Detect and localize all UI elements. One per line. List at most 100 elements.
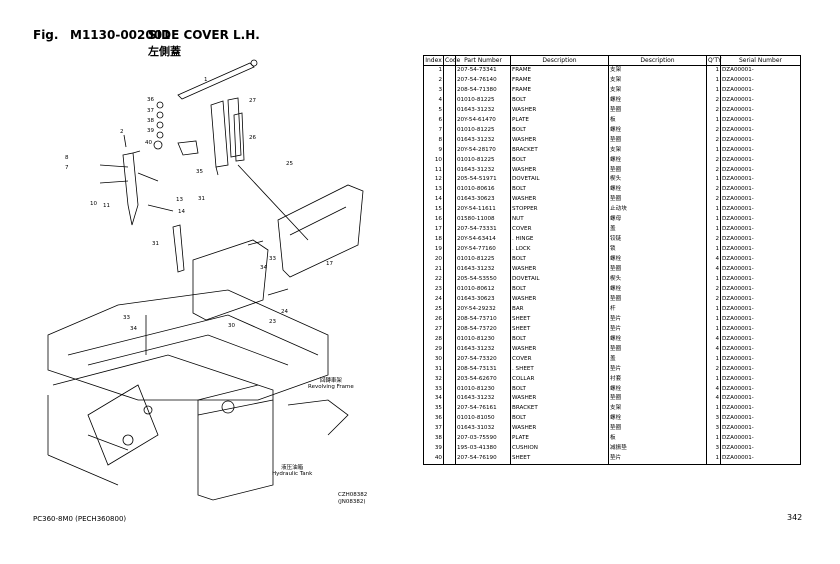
row-qty: 2 [706,105,721,116]
row-serial: DZA00001- [720,424,801,435]
row-index: 1 [423,65,444,76]
row-serial: DZA00001- [720,275,801,285]
svg-text:25: 25 [286,161,293,167]
row-qty: 1 [706,175,721,186]
row-qty: 3 [706,414,721,425]
parts-table-header: Index Code Part Number Description Descr… [423,55,801,66]
row-part-number: 205-54-51971 [455,175,511,186]
hydraulic-tank-label-en: Hydraulic Tank [272,471,313,477]
col-qty: Q'TY [706,55,722,66]
row-serial: DZA00001- [720,205,801,216]
row-serial: DZA00001- [720,334,801,345]
row-serial: DZA00001- [720,454,801,466]
row-code [443,344,456,355]
row-serial: DZA00001- [720,294,801,305]
row-description-cn: 楔头 [608,275,707,285]
row-serial: DZA00001- [720,225,801,236]
row-qty: 3 [706,444,721,455]
row-description: WASHER [510,294,609,305]
row-index: 14 [423,195,444,206]
row-serial: DZA00001- [720,215,801,226]
row-description-cn: 垫片 [608,314,707,325]
row-index: 2 [423,75,444,86]
row-description-cn: 螺栓 [608,95,707,106]
row-code [443,205,456,216]
row-code [443,255,456,266]
row-serial: DZA00001- [720,284,801,295]
row-index: 11 [423,165,444,176]
row-code [443,115,456,126]
col-part-number: Part Number [455,55,511,66]
svg-text:23: 23 [269,319,276,325]
row-description: . LOCK [510,245,609,256]
row-code [443,384,456,395]
row-qty: 4 [706,384,721,395]
row-qty: 4 [706,334,721,345]
row-index: 6 [423,115,444,126]
row-description: BOLT [510,255,609,266]
row-code [443,424,456,435]
row-code [443,434,456,445]
row-description: WASHER [510,344,609,355]
row-index: 29 [423,344,444,355]
row-qty: 1 [706,354,721,365]
svg-text:30: 30 [228,323,235,329]
row-description: WASHER [510,135,609,146]
row-description: WASHER [510,394,609,405]
row-index: 38 [423,434,444,445]
row-part-number: 207-54-73331 [455,225,511,236]
row-description-cn: 螺栓 [608,125,707,136]
row-part-number: 01643-31232 [455,135,511,146]
row-description-cn: 支架 [608,85,707,96]
footer-model: PC360-8M0 (PECH360800) [33,515,127,523]
row-description-cn: 垫片 [608,454,707,466]
row-part-number: 208-54-71380 [455,85,511,96]
row-code [443,95,456,106]
row-description-cn: 垫圈 [608,424,707,435]
row-qty: 2 [706,155,721,166]
row-description-cn: 螺栓 [608,414,707,425]
row-description-cn: 楔头 [608,175,707,186]
row-description: WASHER [510,195,609,206]
row-part-number: 01010-81225 [455,95,511,106]
svg-text:1: 1 [204,77,208,83]
row-serial: DZA00001- [720,265,801,276]
fig-label: Fig. [33,28,59,42]
svg-text:13: 13 [176,197,183,203]
row-index: 16 [423,215,444,226]
row-code [443,364,456,375]
revolving-frame-label: 回轉車架 Revolving Frame [308,378,354,390]
row-description-cn: 垫圈 [608,105,707,116]
row-serial: DZA00001- [720,135,801,146]
row-code [443,75,456,86]
row-code [443,284,456,295]
row-index: 21 [423,265,444,276]
row-qty: 1 [706,65,721,76]
row-part-number: 01643-31032 [455,424,511,435]
row-description-cn: 螺栓 [608,334,707,345]
row-qty: 1 [706,324,721,335]
row-code [443,414,456,425]
row-code [443,245,456,256]
row-code [443,225,456,236]
row-part-number: 01643-31232 [455,344,511,355]
row-code [443,334,456,345]
row-serial: DZA00001- [720,414,801,425]
row-serial: DZA00001- [720,354,801,365]
row-part-number: 20Y-54-29232 [455,304,511,315]
row-index: 17 [423,225,444,236]
row-description-cn: 垫圈 [608,294,707,305]
row-part-number: 207-54-73341 [455,65,511,76]
row-code [443,85,456,96]
